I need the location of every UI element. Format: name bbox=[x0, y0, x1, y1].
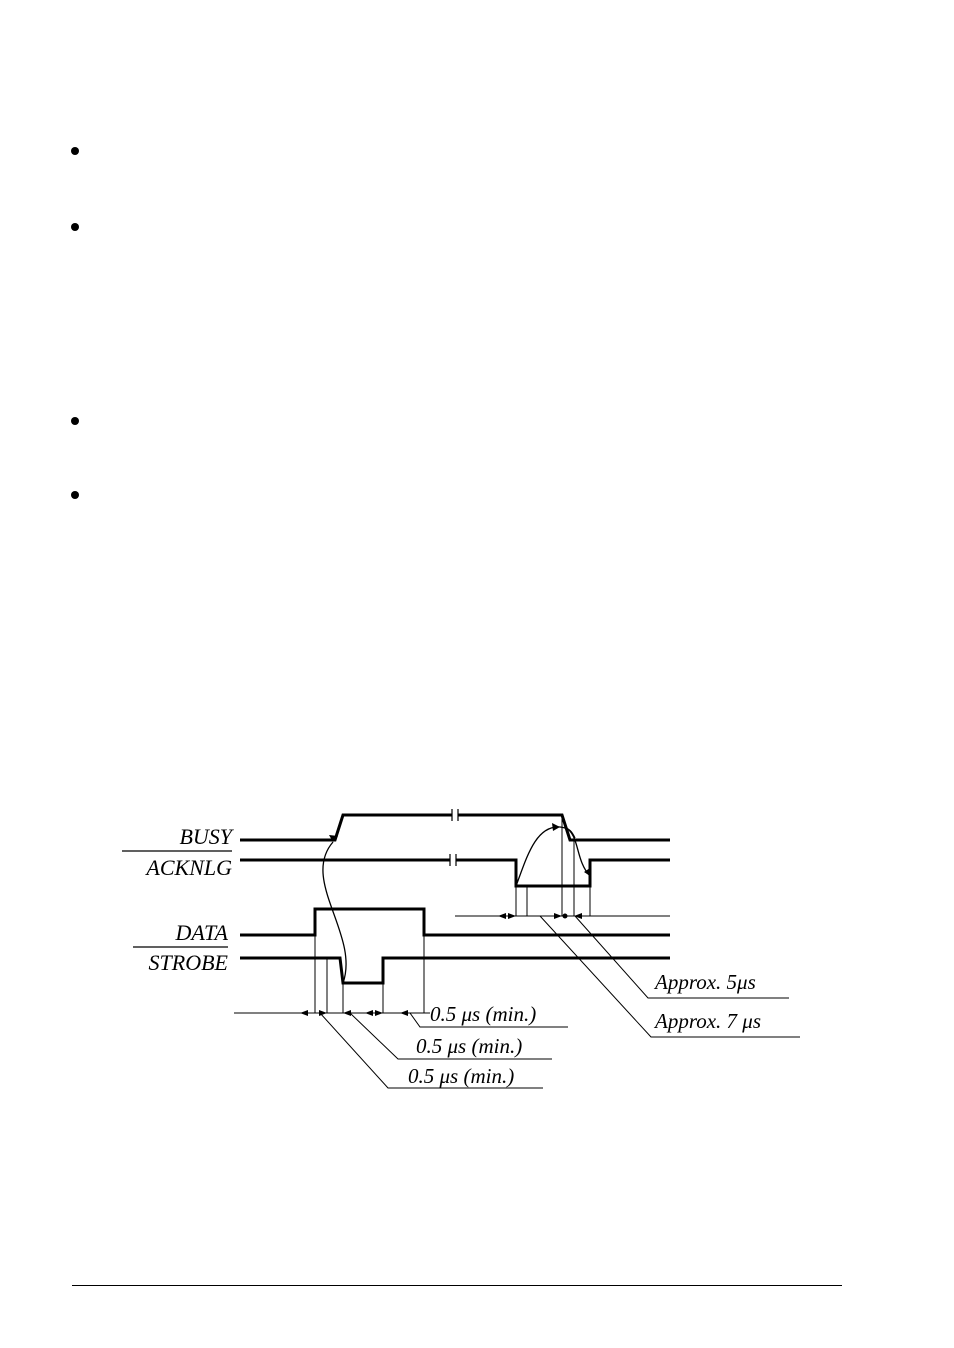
bullet-dot bbox=[71, 223, 79, 231]
approx-5us-annotation: Approx. 5μs bbox=[653, 970, 756, 994]
acknlg-timing-verticals bbox=[515, 815, 591, 916]
timing-annotation-3: 0.5 μs (min.) bbox=[408, 1064, 514, 1088]
busy-label: BUSY bbox=[179, 824, 234, 849]
data-label: DATA bbox=[174, 920, 228, 945]
acknlg-label: ACKNLG bbox=[144, 855, 232, 880]
busy-waveform bbox=[240, 813, 670, 842]
approx-7us-annotation: Approx. 7 μs bbox=[653, 1009, 761, 1033]
timing-annotation-1: 0.5 μs (min.) bbox=[430, 1002, 536, 1026]
strobe-timing-verticals bbox=[314, 909, 425, 1013]
curve-arrowheads bbox=[329, 823, 590, 876]
acknlg-break-mark bbox=[449, 854, 457, 866]
busy-break-mark bbox=[451, 809, 459, 821]
acknlg-to-busy-curve bbox=[515, 826, 576, 887]
data-waveform bbox=[240, 907, 670, 937]
strobe-label: STROBE bbox=[149, 950, 229, 975]
bullet-dot bbox=[71, 147, 79, 155]
timing-annotation-2: 0.5 μs (min.) bbox=[416, 1034, 522, 1058]
acknlg-waveform bbox=[240, 858, 670, 888]
strobe-to-busy-curve bbox=[322, 841, 347, 984]
bullet-dot bbox=[71, 491, 79, 499]
strobe-timing-leaders bbox=[319, 1012, 568, 1089]
bullet-dot bbox=[71, 417, 79, 425]
strobe-waveform bbox=[240, 956, 670, 985]
acknlg-timing-arrows bbox=[498, 913, 582, 919]
footer-rule bbox=[72, 1285, 842, 1286]
acknlg-timing-leaders bbox=[539, 915, 800, 1038]
